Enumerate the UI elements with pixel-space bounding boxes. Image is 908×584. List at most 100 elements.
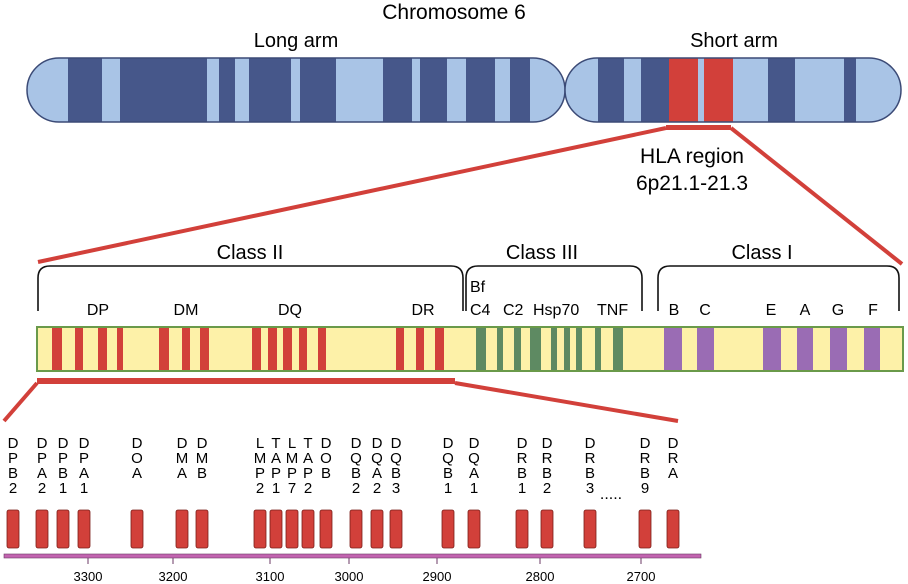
gene-label-letter: P xyxy=(255,465,265,482)
class1-bracket xyxy=(657,265,900,311)
gene-label-letter: T xyxy=(303,435,312,452)
gene-label-letter: Q xyxy=(442,450,454,467)
scale-axis xyxy=(3,553,702,559)
gene-label-letter: M xyxy=(176,450,189,467)
scale-tick-label: 3200 xyxy=(159,569,188,584)
gene-label-letter: 1 xyxy=(444,480,452,497)
subregion-dr: DR xyxy=(411,302,434,319)
gene-label-letter: M xyxy=(254,450,267,467)
long-arm-label: Long arm xyxy=(254,30,339,52)
gene-label-letter: Q xyxy=(350,450,362,467)
subregion-f: F xyxy=(868,302,878,319)
gene-label-letter: O xyxy=(320,450,332,467)
zoom-line-left xyxy=(37,126,667,264)
gene-dmb: DMB xyxy=(195,435,209,549)
class2-label: Class II xyxy=(217,242,284,264)
gene-label-letter: 2 xyxy=(256,480,264,497)
subregion-bf: Bf xyxy=(470,279,486,296)
hla-region-marker xyxy=(666,125,731,130)
gene-label-letter: 2 xyxy=(352,480,360,497)
subregion-hsp70: Hsp70 xyxy=(533,302,579,319)
gene-dob: DOB xyxy=(319,435,333,549)
gene-box xyxy=(441,509,455,549)
gene-box xyxy=(195,509,209,549)
gene-label-letter: Q xyxy=(468,450,480,467)
gene-label-letter: A xyxy=(132,465,142,482)
gene-label-letter: B xyxy=(640,465,650,482)
gene-label-letter: O xyxy=(131,450,143,467)
gene-label-letter: D xyxy=(469,435,480,452)
gene-label-letter: 1 xyxy=(272,480,280,497)
gene-label-letter: 2 xyxy=(9,480,17,497)
gene-label-letter: A xyxy=(271,450,281,467)
gene-label-letter: 9 xyxy=(641,480,649,497)
gene-label-letter: A xyxy=(177,465,187,482)
scale-tick-label: 2900 xyxy=(423,569,452,584)
zoom-line-lower-right xyxy=(454,381,679,423)
gene-box xyxy=(253,509,267,549)
gene-label-letter: L xyxy=(288,435,296,452)
scale-tick-label: 2800 xyxy=(526,569,555,584)
gene-label-letter: R xyxy=(640,450,651,467)
gene-doa: DOA xyxy=(130,435,144,549)
subregion-dq: DQ xyxy=(278,302,302,319)
gene-dma: DMA xyxy=(175,435,189,549)
gene-box xyxy=(666,509,680,549)
gene-label-letter: 7 xyxy=(288,480,296,497)
class2-bracket xyxy=(37,265,464,311)
gene-dra: DRA xyxy=(666,435,680,549)
gene-label-letter: T xyxy=(271,435,280,452)
chromosome-long-arm xyxy=(26,57,566,123)
gene-label-letter: B xyxy=(517,465,527,482)
gene-map: DPB2DPA2DPB1DPA1DOADMADMBLMP2TAP1LMP7TAP… xyxy=(6,435,680,549)
gene-label-letter: 2 xyxy=(373,480,381,497)
subregion-g: G xyxy=(832,302,844,319)
gene-label-letter: R xyxy=(585,450,596,467)
subregion-dp: DP xyxy=(87,302,109,319)
gene-label-letter: B xyxy=(391,465,401,482)
gene-label-letter: D xyxy=(585,435,596,452)
gene-box xyxy=(515,509,529,549)
gene-box xyxy=(285,509,299,549)
gene-label-letter: 2 xyxy=(543,480,551,497)
gene-label-letter: D xyxy=(177,435,188,452)
gene-box xyxy=(130,509,144,549)
gene-label-letter: B xyxy=(197,465,207,482)
hla-band-strip xyxy=(36,326,904,372)
subregion-e: E xyxy=(766,302,777,319)
gene-box xyxy=(467,509,481,549)
gene-box xyxy=(389,509,403,549)
hla-band-2 xyxy=(704,58,733,122)
gene-label-letter: P xyxy=(287,465,297,482)
gene-label-letter: L xyxy=(256,435,264,452)
gene-label-letter: M xyxy=(196,450,209,467)
gene-label-letter: D xyxy=(542,435,553,452)
gene-label-letter: R xyxy=(542,450,553,467)
gene-label-letter: P xyxy=(8,450,18,467)
subregion-c4: C4 xyxy=(470,302,491,319)
gene-box xyxy=(349,509,363,549)
gene-label-letter: D xyxy=(197,435,208,452)
diagram-title: Chromosome 6 xyxy=(382,1,526,24)
gene-label-letter: D xyxy=(668,435,679,452)
gene-label-letter: 1 xyxy=(80,480,88,497)
gene-label-letter: A xyxy=(37,465,47,482)
gene-label-letter: 2 xyxy=(38,480,46,497)
gene-label-letter: P xyxy=(58,450,68,467)
gene-label-letter: D xyxy=(443,435,454,452)
gene-box xyxy=(583,509,597,549)
gene-label-letter: 3 xyxy=(392,480,400,497)
